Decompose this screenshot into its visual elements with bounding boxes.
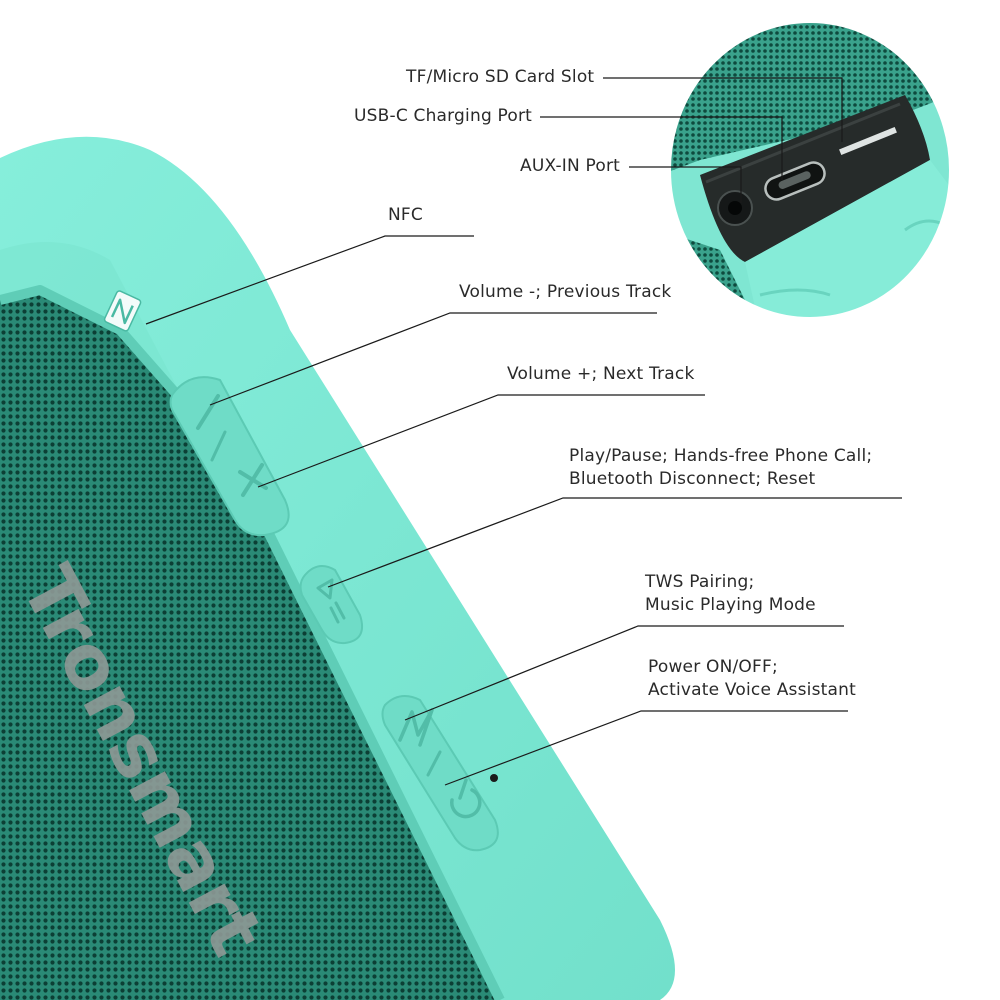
play-pause-icon <box>316 578 346 624</box>
label-volume-down: Volume -; Previous Track <box>459 281 671 304</box>
tf-card-slot <box>839 126 897 156</box>
leader-volume-up <box>257 394 705 488</box>
label-tws: TWS Pairing; Music Playing Mode <box>645 571 816 617</box>
label-power-line2: Activate Voice Assistant <box>648 680 856 700</box>
label-usb-c-text: USB-C Charging Port <box>354 106 533 126</box>
usb-c-port <box>764 161 826 201</box>
m-mode-icon[interactable] <box>398 708 434 747</box>
minus-icon[interactable] <box>196 394 220 430</box>
play-pause-button[interactable] <box>299 565 364 645</box>
label-power-line1: Power ON/OFF; <box>648 657 778 677</box>
aux-jack <box>717 190 753 226</box>
label-play-pause-line2: Bluetooth Disconnect; Reset <box>569 469 816 489</box>
label-tf-slot: TF/Micro SD Card Slot <box>406 66 594 89</box>
leader-aux <box>629 166 742 203</box>
label-volume-down-text: Volume -; Previous Track <box>459 282 672 302</box>
label-aux-in: AUX-IN Port <box>520 155 620 178</box>
leader-play-pause <box>327 497 902 588</box>
label-volume-up: Volume +; Next Track <box>507 363 695 386</box>
leader-power <box>444 710 848 786</box>
leader-lines <box>145 77 902 786</box>
label-nfc-text: NFC <box>388 205 423 225</box>
label-tws-line1: TWS Pairing; <box>645 572 755 592</box>
status-led <box>490 774 498 782</box>
ports-inset <box>669 21 951 319</box>
power-icon[interactable] <box>450 778 482 819</box>
label-volume-up-text: Volume +; Next Track <box>507 364 695 384</box>
label-play-pause-line1: Play/Pause; Hands-free Phone Call; <box>569 446 873 466</box>
leader-usb-c <box>540 116 783 180</box>
leader-tf-slot <box>603 77 843 142</box>
label-tws-line2: Music Playing Mode <box>645 595 816 615</box>
label-play-pause: Play/Pause; Hands-free Phone Call; Bluet… <box>569 445 872 491</box>
label-tf-slot-text: TF/Micro SD Card Slot <box>406 67 595 87</box>
label-aux-in-text: AUX-IN Port <box>520 156 621 176</box>
leader-volume-down <box>209 312 657 406</box>
label-power: Power ON/OFF; Activate Voice Assistant <box>648 656 856 702</box>
nfc-icon <box>103 290 142 332</box>
leader-tws <box>404 625 844 721</box>
mode-power-buttons <box>381 695 499 852</box>
label-nfc: NFC <box>388 204 423 227</box>
label-usb-c: USB-C Charging Port <box>354 105 532 128</box>
leader-nfc <box>145 235 474 325</box>
